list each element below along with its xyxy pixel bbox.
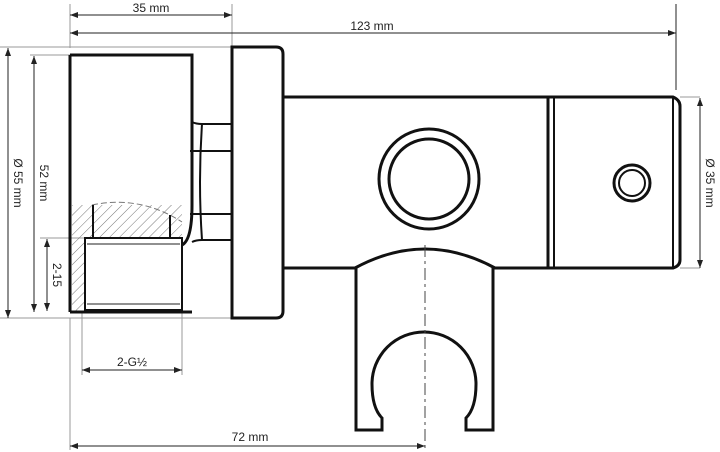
dimension-123mm: 123 mm	[70, 19, 676, 36]
dimension-52mm: 52 mm	[31, 56, 51, 312]
dim-label-g-half: 2-G½	[117, 355, 147, 369]
dim-label-2-15: 2-15	[50, 263, 64, 287]
dimension-diameter-55mm: Ø 55 mm	[5, 48, 25, 318]
dim-label-35mm-diameter: Ø 35 mm	[703, 158, 717, 207]
dim-label-52mm: 52 mm	[37, 165, 51, 202]
shower-holder	[354, 245, 495, 452]
dim-label-55mm: Ø 55 mm	[11, 158, 25, 207]
dimension-thread-size: 2-G½	[82, 355, 182, 373]
extension-lines	[0, 4, 700, 450]
dimension-72mm: 72 mm	[70, 430, 425, 449]
flange	[230, 45, 285, 320]
hex-nut	[190, 121, 232, 243]
dimension-35mm: 35 mm	[70, 1, 232, 18]
inlet-pipe	[68, 53, 194, 314]
dimension-diameter-35mm: Ø 35 mm	[697, 98, 717, 268]
dim-label-35mm: 35 mm	[133, 1, 170, 15]
valve-handle[interactable]	[548, 95, 682, 270]
handle-indicator-icon	[612, 163, 652, 203]
valve-body	[283, 95, 550, 270]
dimension-thread-depth: 2-15	[44, 239, 64, 311]
dim-label-123mm: 123 mm	[350, 19, 393, 33]
dim-label-72mm: 72 mm	[232, 430, 269, 444]
